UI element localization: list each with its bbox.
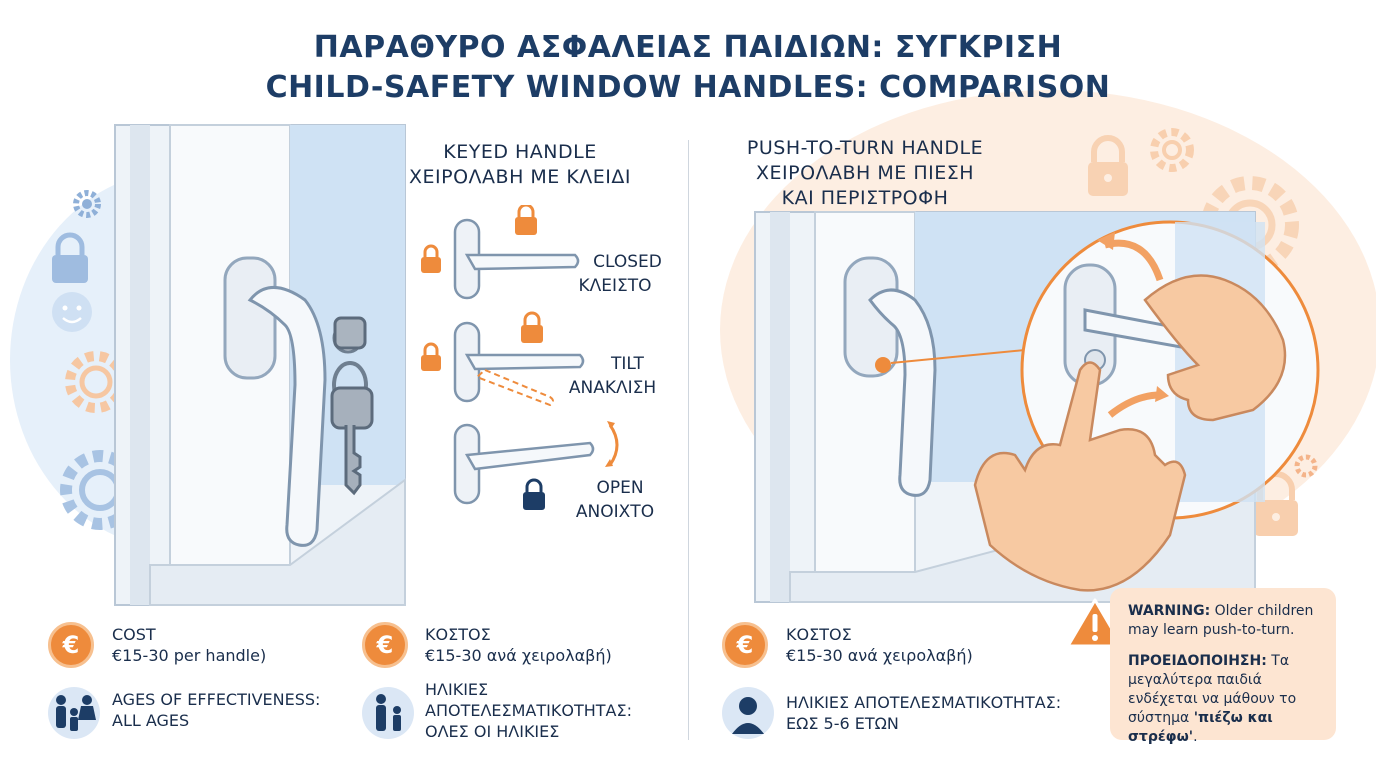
page-title-english: CHILD-SAFETY WINDOW HANDLES: COMPARISON <box>265 70 1111 105</box>
cost-value: €15-30 ανά χειρολαβή) <box>786 646 973 665</box>
keyed-handle-header-gr: ΧΕΙΡΟΛΑΒΗ ΜΕ ΚΛΕΙΔΙ <box>409 166 631 188</box>
cost-value: €15-30 ανά χειρολαβή) <box>425 646 612 665</box>
gear-icon <box>1294 454 1318 478</box>
state-open-gr: ΑΝΟΙΧΤΟ <box>575 502 655 522</box>
child-face-icon <box>52 292 92 332</box>
state-closed-gr: ΚΛΕΙΣΤΟ <box>578 276 652 296</box>
warning-en: WARNING: Older children may learn push-t… <box>1128 602 1328 640</box>
ages-label: ΑΠΟΤΕΛΕΣΜΑΤΙΚΟΤΗΤΑΣ: <box>425 701 632 720</box>
page-title-greek: ΠΑΡΑΘΥΡΟ ΑΣΦΑΛΕΙΑΣ ΠΑΙΔΙΩΝ: ΣΥΓΚΡΙΣΗ <box>313 30 1063 65</box>
cost-label: COST <box>112 625 156 644</box>
ages-value: ALL AGES <box>112 711 190 730</box>
cost-label: ΚΟΣΤΟΣ <box>786 625 852 644</box>
warning-gr-end: . <box>1193 729 1198 745</box>
state-closed-en: CLOSED <box>593 252 662 272</box>
warning-gr: ΠΡΟΕΙΔΟΠΟΙΗΣΗ: Τα μεγαλύτερα παιδιά ενδέ… <box>1128 652 1330 747</box>
keyed-cost-en: COST €15-30 per handle) <box>112 624 342 666</box>
keyed-ages-en: AGES OF EFFECTIVENESS: ALL AGES <box>112 689 352 731</box>
push-handle-illustration <box>754 211 1320 603</box>
ages-label: ΗΛΙΚΙΕΣ ΑΠΟΤΕΛΕΣΜΑΤΙΚΟΤΗΤΑΣ: <box>786 693 1062 712</box>
keyed-ages-gr: ΗΛΙΚΙΕΣ ΑΠΟΤΕΛΕΣΜΑΤΙΚΟΤΗΤΑΣ: ΟΛΕΣ ΟΙ ΗΛΙ… <box>425 679 675 742</box>
ages-label: ΗΛΙΚΙΕΣ <box>425 680 489 699</box>
push-handle-header-gr1: ΧΕΙΡΟΛΑΒΗ ΜΕ ΠΙΕΣΗ <box>755 162 975 184</box>
handle-states-diagram <box>421 205 619 510</box>
lock-icon <box>52 232 88 283</box>
state-tilt-gr: ΑΝΑΚΛΙΣΗ <box>568 378 657 398</box>
gear-icon <box>73 190 101 218</box>
keyed-cost-gr: ΚΟΣΤΟΣ €15-30 ανά χειρολαβή) <box>425 624 675 666</box>
cost-label: ΚΟΣΤΟΣ <box>425 625 491 644</box>
keyed-handle-illustration <box>114 124 406 606</box>
euro-icon: € <box>722 622 768 668</box>
child-icon <box>722 687 774 739</box>
euro-icon: € <box>362 622 408 668</box>
warning-en-label: WARNING: <box>1128 603 1211 619</box>
lock-icon <box>515 205 537 235</box>
state-tilt-en: TILT <box>611 354 644 374</box>
warning-gr-label: ΠΡΟΕΙΔΟΠΟΙΗΣΗ: <box>1128 653 1267 669</box>
section-divider <box>688 140 689 740</box>
lock-icon <box>421 342 441 371</box>
warning-callout: WARNING: Older children may learn push-t… <box>1110 588 1336 745</box>
ages-value: ΟΛΕΣ ΟΙ ΗΛΙΚΙΕΣ <box>425 722 560 741</box>
push-handle-header-en: PUSH-TO-TURN HANDLE <box>746 137 984 159</box>
warning-icon <box>1066 598 1124 648</box>
warning-en-text: Older children may learn push-to-turn. <box>1128 603 1314 638</box>
family-icon <box>48 687 100 739</box>
parent-child-icon <box>362 687 414 739</box>
ages-value: ΕΩΣ 5-6 ΕΤΩΝ <box>786 714 899 733</box>
lock-icon <box>521 311 543 343</box>
cost-value: €15-30 per handle) <box>112 646 267 665</box>
gear-icon <box>1150 128 1194 172</box>
warning-gr-text: Τα μεγαλύτερα παιδιά ενδέχεται να μάθουν… <box>1128 653 1297 726</box>
euro-icon: € <box>48 622 94 668</box>
keyed-handle-header-en: KEYED HANDLE <box>443 141 597 163</box>
warning-gr-quote: 'πιέζω και στρέφω' <box>1128 710 1273 745</box>
lock-icon <box>421 244 441 273</box>
push-handle-header-gr2: ΚΑΙ ΠΕΡΙΣΤΡΟΦΗ <box>781 187 949 209</box>
lock-icon <box>1088 135 1128 196</box>
push-cost-gr: ΚΟΣΤΟΣ €15-30 ανά χειρολαβή) <box>786 624 1036 666</box>
push-ages-gr: ΗΛΙΚΙΕΣ ΑΠΟΤΕΛΕΣΜΑΤΙΚΟΤΗΤΑΣ: ΕΩΣ 5-6 ΕΤΩ… <box>786 692 1106 734</box>
lock-icon <box>523 478 545 510</box>
ages-label: AGES OF EFFECTIVENESS: <box>112 690 321 709</box>
state-open-en: OPEN <box>596 478 644 498</box>
